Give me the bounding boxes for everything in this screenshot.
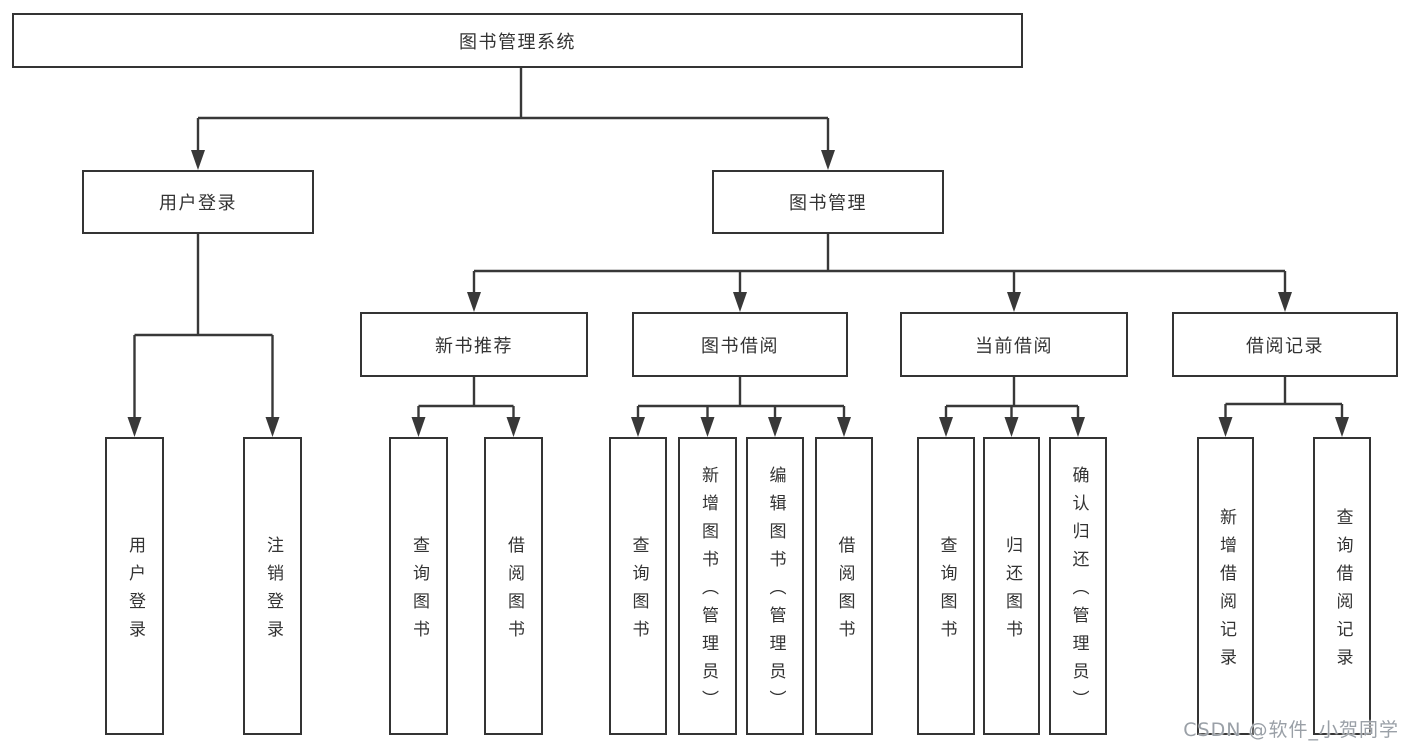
- node-leaf-borrow-book: 借阅图书: [815, 437, 873, 735]
- node-label-leaf-query-book-current: 查询图书: [936, 535, 957, 648]
- arrowhead-icon: [1335, 417, 1349, 437]
- node-label-leaf-borrow-book-rec: 借阅图书: [504, 535, 524, 648]
- node-label-book-borrow: 图书借阅: [701, 335, 779, 357]
- node-label-leaf-query-book-borrow: 查询图书: [628, 535, 649, 648]
- node-label-current-borrow: 当前借阅: [975, 335, 1053, 357]
- node-label-leaf-logout: 注销登录: [263, 535, 283, 648]
- node-label-leaf-borrow-book: 借阅图书: [834, 535, 855, 648]
- node-leaf-borrow-book-rec: 借阅图书: [484, 437, 543, 735]
- connector-current-borrow: [939, 377, 1085, 437]
- arrowhead-icon: [837, 417, 851, 437]
- node-label-book-management: 图书管理: [789, 193, 867, 214]
- arrowhead-icon: [1278, 292, 1292, 312]
- node-current-borrow: 当前借阅: [900, 312, 1128, 377]
- node-leaf-return-book: 归还图书: [983, 437, 1040, 735]
- arrowhead-icon: [411, 417, 426, 437]
- node-leaf-add-borrow-record: 新增借阅记录: [1197, 437, 1254, 735]
- arrowhead-icon: [821, 150, 835, 170]
- arrowhead-icon: [1004, 417, 1019, 437]
- node-leaf-query-book-rec: 查询图书: [389, 437, 448, 735]
- connector-new-book-recommend: [411, 377, 521, 437]
- node-leaf-edit-book: 编辑图书（管理员）: [746, 437, 804, 735]
- arrowhead-icon: [127, 417, 142, 437]
- connector-borrow-record: [1218, 377, 1349, 437]
- arrowhead-icon: [733, 292, 747, 312]
- arrowhead-icon: [1007, 292, 1021, 312]
- arrowhead-icon: [1218, 417, 1233, 437]
- connector-book-management: [467, 234, 1292, 312]
- node-leaf-query-borrow-record: 查询借阅记录: [1313, 437, 1371, 735]
- node-label-root: 图书管理系统: [459, 31, 576, 53]
- node-label-new-book-recommend: 新书推荐: [435, 335, 513, 357]
- arrowhead-icon: [939, 417, 953, 437]
- connector-book-borrow: [631, 377, 851, 437]
- node-leaf-user-login: 用户登录: [105, 437, 164, 735]
- node-leaf-logout: 注销登录: [243, 437, 302, 735]
- node-label-leaf-confirm-return: 确认归还（管理员）: [1068, 465, 1089, 718]
- watermark: CSDN @软件_小贺同学: [1183, 719, 1399, 741]
- arrowhead-icon: [1071, 417, 1085, 437]
- arrowhead-icon: [191, 150, 205, 170]
- arrowhead-icon: [768, 417, 782, 437]
- arrowhead-icon: [467, 292, 481, 312]
- node-label-user-login: 用户登录: [159, 193, 237, 214]
- node-label-leaf-return-book: 归还图书: [1002, 535, 1022, 648]
- node-leaf-query-book-current: 查询图书: [917, 437, 975, 735]
- node-user-login: 用户登录: [82, 170, 314, 234]
- arrowhead-icon: [265, 417, 280, 437]
- connector-root: [191, 68, 835, 170]
- node-label-borrow-record: 借阅记录: [1246, 335, 1324, 357]
- node-leaf-confirm-return: 确认归还（管理员）: [1049, 437, 1107, 735]
- connector-user-login: [127, 234, 280, 437]
- node-label-leaf-user-login: 用户登录: [125, 535, 145, 648]
- node-book-management: 图书管理: [712, 170, 944, 234]
- arrowhead-icon: [631, 417, 645, 437]
- node-leaf-query-book-borrow: 查询图书: [609, 437, 667, 735]
- node-new-book-recommend: 新书推荐: [360, 312, 588, 377]
- node-label-leaf-edit-book: 编辑图书（管理员）: [765, 465, 786, 718]
- node-label-leaf-add-book: 新增图书（管理员）: [698, 465, 718, 718]
- node-label-leaf-query-book-rec: 查询图书: [409, 535, 429, 648]
- node-label-leaf-query-borrow-record: 查询借阅记录: [1332, 507, 1353, 676]
- arrowhead-icon: [700, 417, 715, 437]
- arrowhead-icon: [506, 417, 521, 437]
- node-book-borrow: 图书借阅: [632, 312, 848, 377]
- node-root: 图书管理系统: [12, 13, 1023, 68]
- node-borrow-record: 借阅记录: [1172, 312, 1398, 377]
- node-leaf-add-book: 新增图书（管理员）: [678, 437, 737, 735]
- node-label-leaf-add-borrow-record: 新增借阅记录: [1216, 507, 1236, 676]
